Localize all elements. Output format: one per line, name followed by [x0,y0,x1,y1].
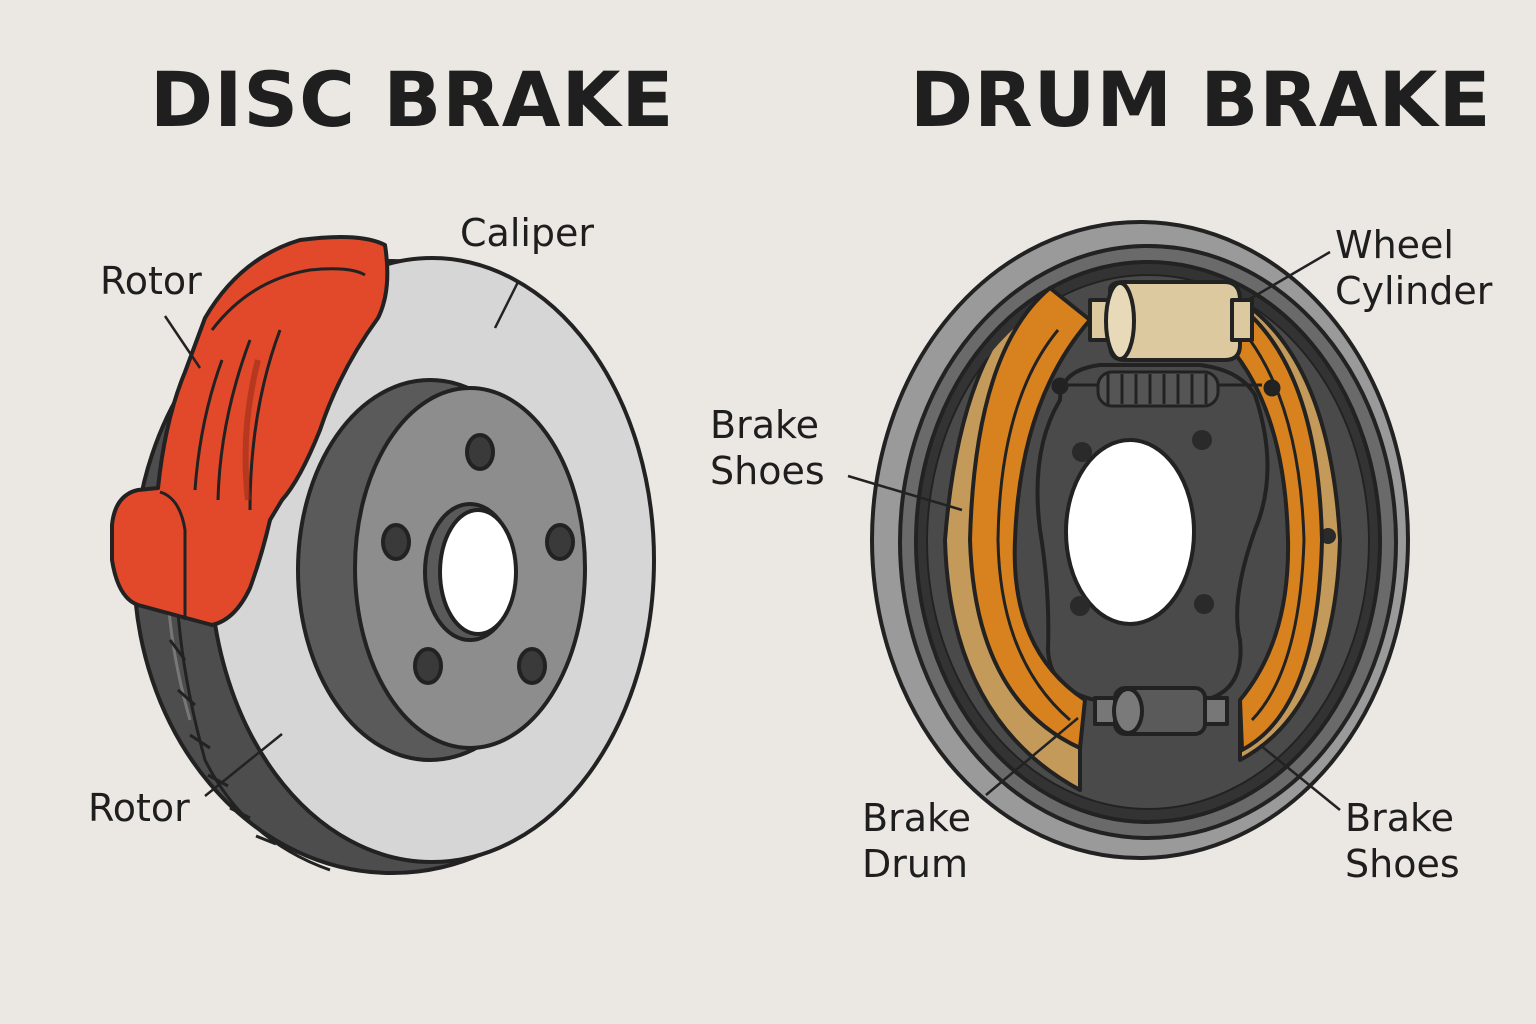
disc-leader-lines [163,281,520,797]
label-brake-shoes-left: Brake Shoes [710,403,825,493]
return-spring [1051,370,1281,408]
rotor-hub [296,378,587,762]
lug-hole [465,433,495,471]
label-brake-shoes-right: Brake Shoes [1345,796,1460,886]
axle-opening [1064,438,1196,626]
disc-brake-assembly [110,234,656,875]
caliper [110,234,390,627]
adjuster [1093,686,1229,736]
brake-shoe-right [1226,298,1324,752]
lug-hole [545,523,575,561]
lug-hole [413,647,443,685]
label-rotor-top: Rotor [100,259,202,303]
lug-hole [517,647,547,685]
label-brake-drum: Brake Drum [862,796,972,886]
label-caliper: Caliper [460,211,595,255]
drum-brake-title: DRUM BRAKE [910,55,1492,144]
label-rotor-bottom: Rotor [88,786,190,830]
label-wheel-cylinder: Wheel Cylinder [1335,223,1493,313]
brake-shoe-left [968,286,1092,750]
wheel-cylinder [1088,280,1254,362]
drum-brake-assembly [870,220,1410,860]
drum-leader-lines [847,250,1341,811]
lug-hole [381,523,411,561]
disc-brake-title: DISC BRAKE [150,55,675,144]
